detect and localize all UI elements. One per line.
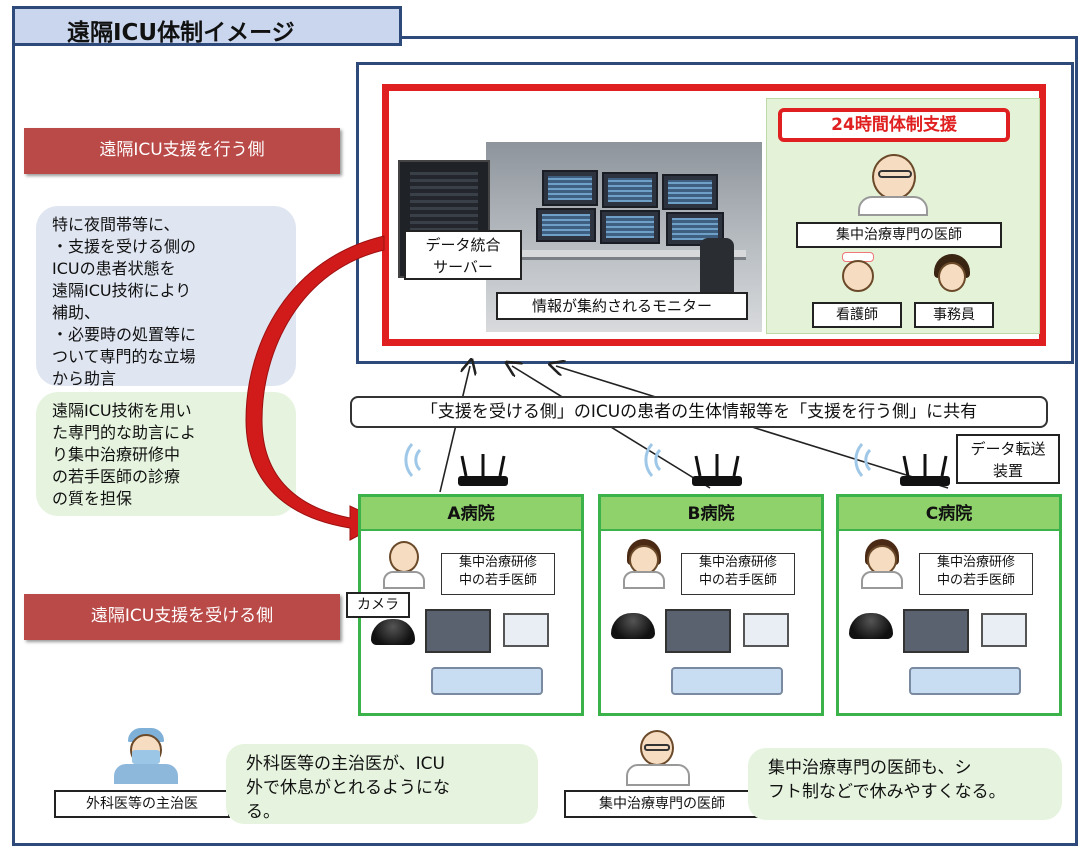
pc-icon (981, 613, 1027, 647)
dome-camera-icon (849, 613, 893, 639)
curved-arrow-icon (245, 235, 386, 541)
tag-line: 集中治療研修 (458, 555, 537, 570)
wifi-router-icon (404, 443, 508, 486)
desk (516, 250, 746, 260)
doctor-icon (618, 730, 698, 786)
bubble-line: から助言 (52, 369, 117, 388)
tag-line: 集中治療研修 (936, 555, 1015, 570)
server-label-line: データ統合 (425, 236, 501, 254)
monitor-wall-icon (662, 174, 718, 210)
young-doctor-label: 集中治療研修 中の若手医師 (681, 553, 795, 595)
camera-label: カメラ (346, 592, 410, 618)
bubble-line: 遠隔ICU技術を用い (52, 401, 192, 420)
bubble-line: の若手医師の診療 (52, 467, 181, 486)
monitor-wall-icon (666, 212, 724, 246)
bubble-line: の質を担保 (52, 489, 133, 508)
monitor-wall-icon (536, 208, 596, 242)
monitor-wall-icon (602, 172, 658, 208)
young-doctor-label: 集中治療研修 中の若手医師 (441, 553, 555, 595)
patient-monitor-icon (903, 609, 969, 653)
server-label-line: サーバー (433, 258, 493, 276)
bubble-line: 特に夜間帯等に、 (52, 215, 180, 234)
doctor-icon (858, 150, 928, 216)
doctor-icon (621, 539, 667, 589)
surgeon-icon (104, 728, 188, 784)
pc-icon (743, 613, 789, 647)
hospital-bed-icon (431, 667, 543, 695)
outer-frame (12, 36, 1078, 846)
patient-monitor-icon (665, 609, 731, 653)
doctor-icon (381, 539, 427, 589)
specialist-benefit-bubble: 集中治療専門の医師も、シ フト制などで休みやすくなる。 (748, 748, 1062, 820)
support-side-label: 遠隔ICU支援を行う側 (24, 128, 340, 174)
bubble-line: ・支援を受ける側の (52, 237, 197, 256)
bubble-line: ICUの患者状態を (52, 259, 176, 278)
hospital-name: C病院 (839, 497, 1059, 531)
hospital-bed-icon (671, 667, 783, 695)
dome-camera-icon (611, 613, 655, 639)
benefit-line: 集中治療専門の医師も、シ (768, 758, 972, 778)
benefit-line: 外科医等の主治医が、ICU (246, 754, 445, 774)
pc-icon (503, 613, 549, 647)
benefit-line: フト制などで休みやすくなる。 (768, 782, 1006, 802)
tag-line: 中の若手医師 (698, 573, 777, 588)
tag-line: 中の若手医師 (458, 573, 537, 588)
surgeon-benefit-bubble: 外科医等の主治医が、ICU 外で休息がとれるようにな る。 (226, 744, 538, 824)
bubble-line: り集中治療研修中 (52, 445, 181, 464)
support-24h-badge: 24時間体制支援 (778, 108, 1010, 142)
link-a-to-center (439, 366, 470, 493)
transfer-line: 装置 (992, 462, 1023, 480)
hospital-name: A病院 (361, 497, 581, 531)
young-doctor-label: 集中治療研修 中の若手医師 (919, 553, 1033, 595)
server-label: データ統合 サーバー (404, 230, 522, 280)
transfer-device-label: データ転送 装置 (956, 434, 1060, 484)
hospital-bed-icon (909, 667, 1021, 695)
bubble-line: 補助、 (52, 303, 101, 322)
bubble-line: ・必要時の処置等に (52, 325, 197, 344)
doctor-icon (859, 539, 905, 589)
surgeon-label: 外科医等の主治医 (54, 790, 230, 818)
hospital-name: B病院 (601, 497, 821, 531)
hospital-c-card: C病院 集中治療研修 中の若手医師 (836, 494, 1062, 716)
dome-camera-icon (371, 619, 415, 645)
monitor-label: 情報が集約されるモニター (496, 292, 748, 320)
data-share-banner: 「支援を受ける側」のICUの患者の生体情報等を「支援を行う側」に共有 (350, 396, 1048, 428)
clerk-icon (930, 252, 974, 298)
transfer-line: データ転送 (970, 440, 1046, 458)
specialist-label: 集中治療専門の医師 (796, 222, 1002, 248)
page-title: 遠隔ICU体制イメージ (12, 6, 402, 46)
tag-line: 集中治療研修 (698, 555, 777, 570)
bubble-line: ついて専門的な立場 (52, 347, 196, 366)
benefit-line: 外で休息がとれるようにな (246, 778, 450, 798)
patient-monitor-icon (425, 609, 491, 653)
nurse-icon (836, 252, 880, 298)
role-description-bubble: 特に夜間帯等に、 ・支援を受ける側の ICUの患者状態を 遠隔ICU技術により … (36, 206, 296, 388)
monitor-wall-icon (542, 170, 598, 206)
bubble-line: た専門的な助言によ (52, 423, 197, 442)
tag-line: 中の若手医師 (936, 573, 1015, 588)
receiving-side-label: 遠隔ICU支援を受ける側 (24, 594, 340, 640)
specialist-bottom-label: 集中治療専門の医師 (564, 790, 760, 818)
hospital-b-card: B病院 集中治療研修 中の若手医師 (598, 494, 824, 716)
monitor-wall-icon (600, 210, 660, 244)
benefit-line: る。 (246, 802, 280, 822)
wifi-router-icon (644, 443, 742, 486)
wifi-router-icon (854, 443, 950, 486)
bubble-line: 遠隔ICU技術により (52, 281, 192, 300)
clerk-label: 事務員 (914, 302, 994, 328)
nurse-label: 看護師 (812, 302, 902, 328)
